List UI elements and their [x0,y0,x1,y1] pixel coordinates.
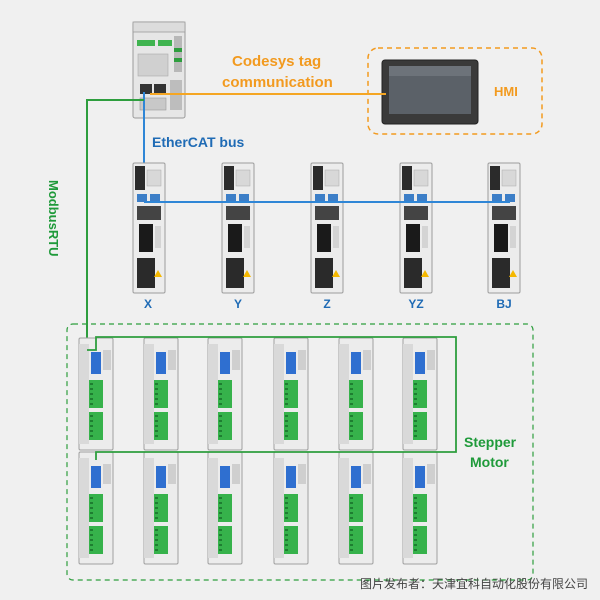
stepper-drive [273,451,309,565]
axis-label-y: Y [233,297,242,311]
stepper-drive [78,451,114,565]
modbus-label: ModbusRTU [46,180,61,257]
axis-label-z: Z [323,297,331,311]
modbus-chain-line [87,336,457,460]
stepper-label-line2: Motor [470,454,509,470]
servo-drives [132,162,521,294]
codesys-label-line1: Codesys tag [232,53,322,70]
axis-label-yz: YZ [408,297,424,311]
stepper-drive [338,451,374,565]
axis-label-bj: BJ [496,297,512,311]
hmi-frame [367,47,543,135]
codesys-label-line2: communication [222,74,333,91]
hmi-panel [381,59,479,125]
publisher-footer: 图片发布者：天津宜科自动化股份有限公司 [359,577,588,591]
stepper-drive [338,337,374,451]
stepper-drive [402,337,438,451]
servo-drive [399,162,433,294]
stepper-frame [66,323,534,581]
hmi-label: HMI [494,84,518,99]
stepper-drive [207,451,243,565]
stepper-label-line1: Stepper [464,434,517,450]
servo-drive [132,162,166,294]
stepper-drive [273,337,309,451]
servo-drive [221,162,255,294]
stepper-drive [143,451,179,565]
axis-label-x: X [143,297,152,311]
stepper-drive [402,451,438,565]
ethercat-label: EtherCAT bus [152,134,245,150]
modbus-link [86,99,144,350]
stepper-drive [143,337,179,451]
servo-drive [487,162,521,294]
stepper-drive [207,337,243,451]
stepper-drive [78,337,114,451]
stepper-drives [78,336,457,565]
plc-controller [132,21,186,119]
servo-drive [310,162,344,294]
